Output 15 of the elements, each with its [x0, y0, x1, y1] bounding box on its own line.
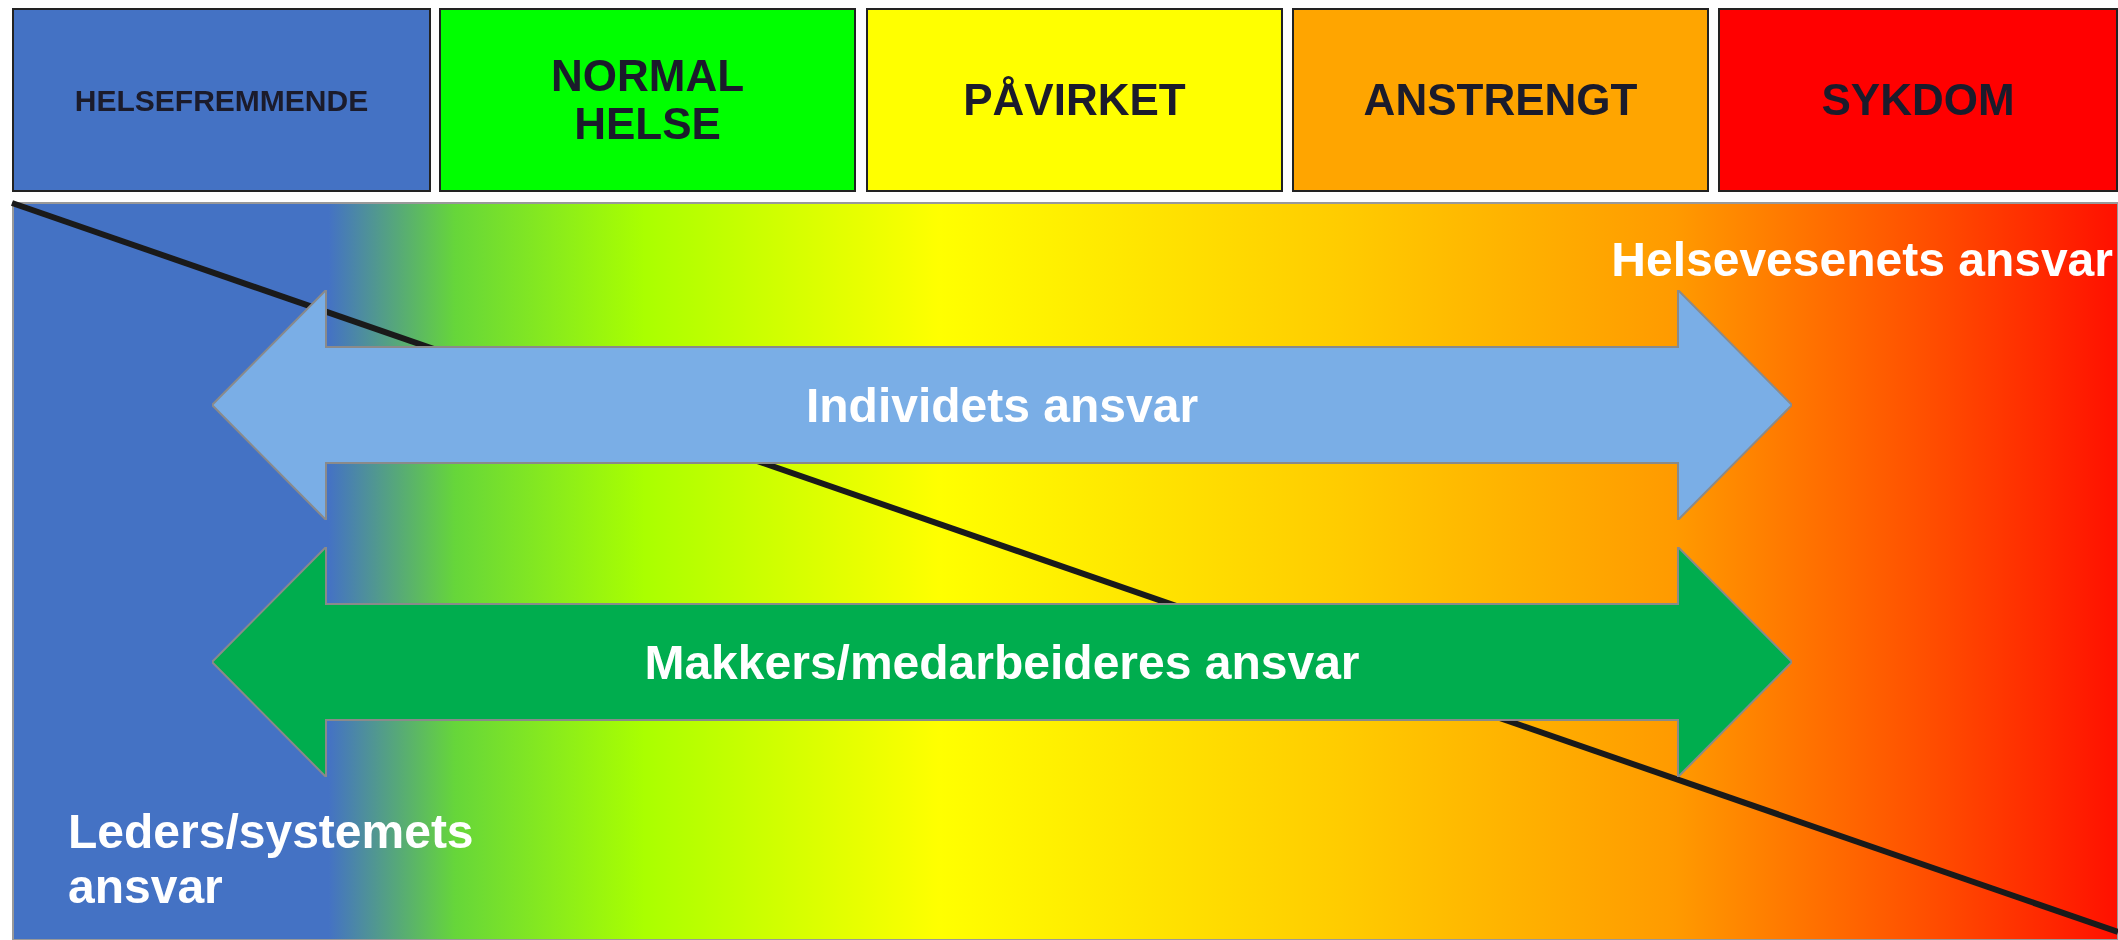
category-box: [12, 8, 431, 192]
category-box: [439, 8, 856, 192]
category-label: NORMAL HELSE: [549, 51, 746, 149]
category-label: PÅVIRKET: [963, 75, 1186, 125]
double-arrow: [212, 290, 1792, 520]
category-box: [1292, 8, 1709, 192]
responsibility-label: Helsevesenets ansvar: [1610, 232, 2113, 288]
arrow-label: Makkers/medarbeideres ansvar: [644, 634, 1360, 690]
category-label: ANSTRENGT: [1363, 75, 1638, 125]
arrow-label: Individets ansvar: [805, 377, 1199, 433]
category-box: [1718, 8, 2118, 192]
category-label: HELSEFREMMENDE: [74, 83, 369, 117]
double-arrow: [212, 547, 1792, 777]
category-box: [866, 8, 1283, 192]
category-label: SYKDOM: [1821, 75, 2015, 125]
